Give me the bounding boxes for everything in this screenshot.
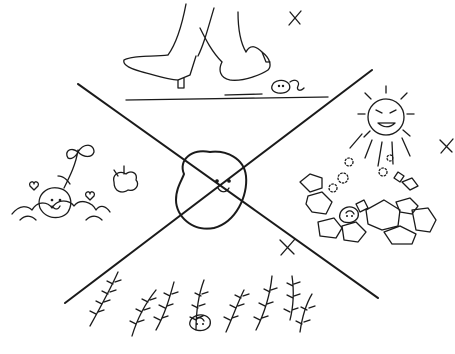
angry-sun-icon [358,86,414,137]
weed-trapped-seed-icon [190,315,211,331]
panel-right-sun-rocks [300,86,453,244]
panel-left-sprout [12,145,138,220]
weed-bristles [90,280,315,324]
trapped-seed-icon [340,207,359,223]
trampled-seed-icon [272,80,304,93]
hand-icon [114,166,138,192]
mark-bottom-x-icon [280,239,295,255]
center-seed-icon [176,151,246,228]
panel-bottom-weeds [90,239,315,336]
mark-top-x-icon [289,11,301,25]
heat-dots [329,155,393,192]
panel-top-walking-feet [124,4,328,100]
mark-right-x-icon [440,139,453,153]
divider-lines [65,70,378,303]
rocks-icon [300,172,436,244]
